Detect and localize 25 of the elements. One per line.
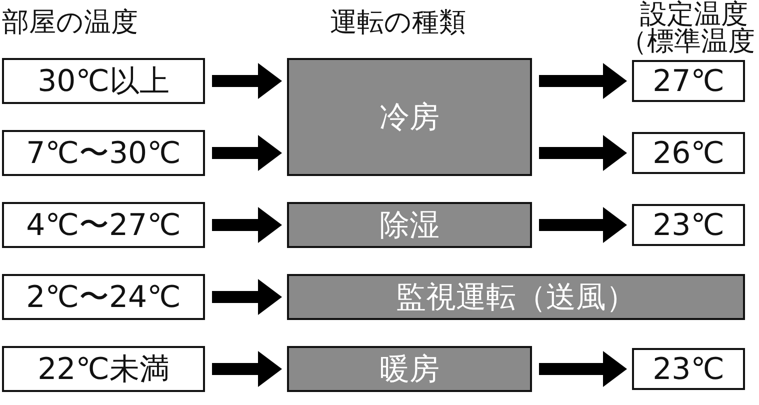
room-temperature-box: 2℃〜24℃ <box>2 274 205 320</box>
arrow <box>212 279 282 315</box>
arrow <box>539 351 627 387</box>
operation-mode-box: 暖房 <box>287 346 532 392</box>
arrow <box>539 63 627 99</box>
column-heading: 運転の種類 <box>330 8 466 38</box>
room-temperature-box: 7℃〜30℃ <box>2 130 205 176</box>
setting-temperature-box: 23℃ <box>632 204 745 246</box>
setting-temperature-box: 23℃ <box>632 348 745 390</box>
operation-mode-box: 冷房 <box>287 58 532 176</box>
operation-mode-box: 監視運転（送風） <box>287 274 745 320</box>
room-temperature-box: 22℃未満 <box>2 346 205 392</box>
arrow <box>212 351 282 387</box>
room-temperature-box: 30℃以上 <box>2 58 205 104</box>
arrow <box>212 135 282 171</box>
arrow <box>539 135 627 171</box>
room-temperature-box: 4℃〜27℃ <box>2 202 205 248</box>
column-heading: 部屋の温度 <box>2 8 138 38</box>
arrow <box>212 63 282 99</box>
setting-temperature-box: 27℃ <box>632 60 745 102</box>
arrow <box>539 207 627 243</box>
column-heading: （標準温度 <box>620 27 755 57</box>
arrow <box>212 207 282 243</box>
operation-mode-box: 除湿 <box>287 202 532 248</box>
setting-temperature-box: 26℃ <box>632 132 745 174</box>
